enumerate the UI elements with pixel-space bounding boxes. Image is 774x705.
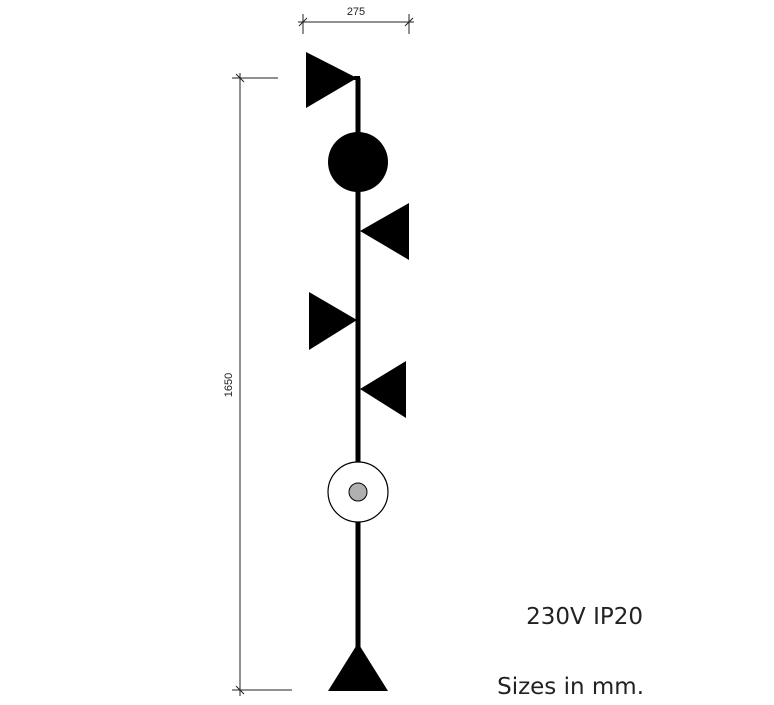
- width-dimension-label: 275: [347, 6, 365, 18]
- shade-right-upper: [360, 203, 409, 260]
- switch-knob: [348, 482, 368, 502]
- top-shade: [306, 52, 357, 108]
- width-dimension-right-slash: [404, 17, 414, 27]
- height-dimension-label: 1650: [223, 373, 235, 397]
- width-dimension-left-slash: [298, 17, 308, 27]
- height-dimension-bottom-slash: [235, 685, 245, 695]
- shade-right-lower: [360, 361, 406, 418]
- height-dimension-top-slash: [235, 73, 245, 83]
- units-note: Sizes in mm.: [497, 674, 644, 700]
- shade-left-middle: [309, 292, 357, 350]
- width-dimension: [298, 14, 414, 34]
- height-dimension: [232, 73, 292, 696]
- voltage-rating: 230V IP20: [526, 604, 643, 630]
- lamp-base: [328, 643, 388, 691]
- globe-lamp: [328, 132, 388, 192]
